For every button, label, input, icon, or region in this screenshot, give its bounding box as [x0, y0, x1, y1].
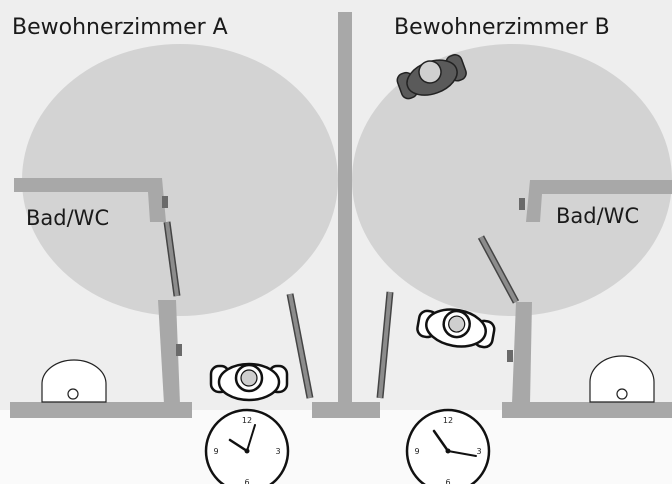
- wall-bottom-b-right: [502, 402, 672, 418]
- clock-b-hour-hand: [432, 429, 450, 453]
- door-panel-icon: [163, 221, 181, 297]
- bathroom-a-label: Bad/WC: [26, 206, 109, 230]
- wall-bottom-a-left: [10, 402, 192, 418]
- toilet-icon: [41, 359, 107, 403]
- clock-a-numeral-12: 12: [242, 416, 252, 425]
- wall-bottom-center: [312, 402, 380, 418]
- room-a-title: Bewohnerzimmer A: [12, 15, 228, 40]
- door-panel-icon: [376, 291, 394, 399]
- wall-clock-icon: 12 3 6 9: [405, 408, 491, 484]
- wall-sensor-icon: [176, 344, 182, 356]
- sensor-coverage-area-a: [22, 44, 338, 316]
- room-b-title: Bewohnerzimmer B: [394, 15, 610, 40]
- hallway-floor: [0, 410, 672, 484]
- clock-a-minute-hand: [246, 424, 256, 452]
- clock-b-numeral-6: 6: [445, 478, 450, 484]
- door-panel-icon: [477, 235, 520, 304]
- dividing-wall: [338, 12, 352, 404]
- person-topview-icon: [416, 308, 496, 349]
- bathroom-b-side-wall: [512, 302, 532, 404]
- person-topview-icon: [396, 54, 467, 100]
- door-panel-icon: [286, 293, 314, 399]
- clock-a-hour-hand: [228, 438, 249, 453]
- sensor-coverage-area-b: [352, 44, 672, 316]
- bathroom-b-top-wall: [526, 180, 672, 222]
- clock-a-numeral-9: 9: [213, 447, 218, 456]
- clock-a-numeral-3: 3: [275, 447, 280, 456]
- wall-clock-icon: 12 3 6 9: [204, 408, 290, 484]
- clock-b-numeral-3: 3: [476, 447, 481, 456]
- clock-a-numeral-6: 6: [244, 478, 249, 484]
- bathroom-a-side-wall: [158, 300, 180, 404]
- clock-b-numeral-9: 9: [414, 447, 419, 456]
- wall-sensor-icon: [162, 196, 168, 208]
- toilet-icon: [589, 355, 655, 403]
- clock-b-numeral-12: 12: [443, 416, 453, 425]
- clock-b-minute-hand: [447, 450, 477, 457]
- wall-sensor-icon: [519, 198, 525, 210]
- person-topview-icon: [209, 362, 289, 402]
- bathroom-a-top-wall: [14, 178, 166, 222]
- bathroom-b-label: Bad/WC: [556, 204, 639, 228]
- wall-sensor-icon: [507, 350, 513, 362]
